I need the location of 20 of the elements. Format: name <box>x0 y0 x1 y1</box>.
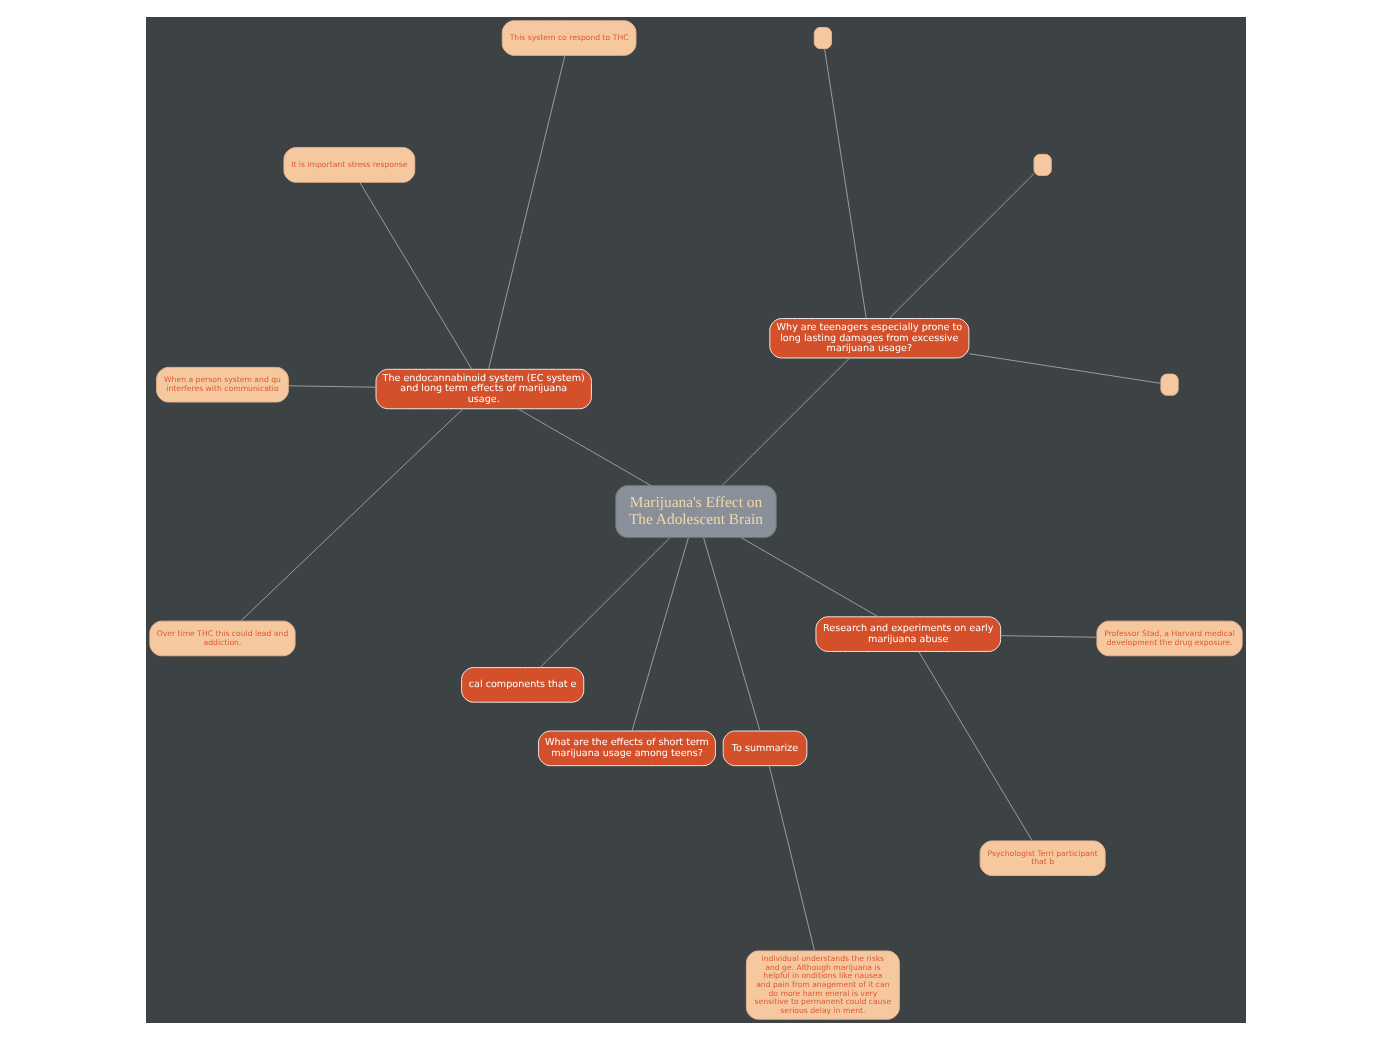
node-box <box>1160 373 1179 396</box>
connector <box>888 173 1035 319</box>
connector <box>768 765 815 952</box>
connector <box>539 537 671 669</box>
node-box: Marijuana's Effect on The Adolescent Brain <box>615 485 777 539</box>
connector <box>517 408 652 487</box>
connector <box>918 651 1033 842</box>
connector <box>240 408 464 622</box>
connector <box>740 537 879 618</box>
connector <box>703 537 761 732</box>
connector <box>721 357 850 486</box>
connector <box>1000 635 1098 638</box>
connector <box>288 385 377 388</box>
node-box <box>813 27 832 50</box>
connector <box>631 537 689 732</box>
connector <box>824 48 867 319</box>
node-box <box>1033 153 1052 176</box>
connector <box>968 353 1162 384</box>
connector <box>359 181 473 370</box>
connector <box>488 55 566 370</box>
